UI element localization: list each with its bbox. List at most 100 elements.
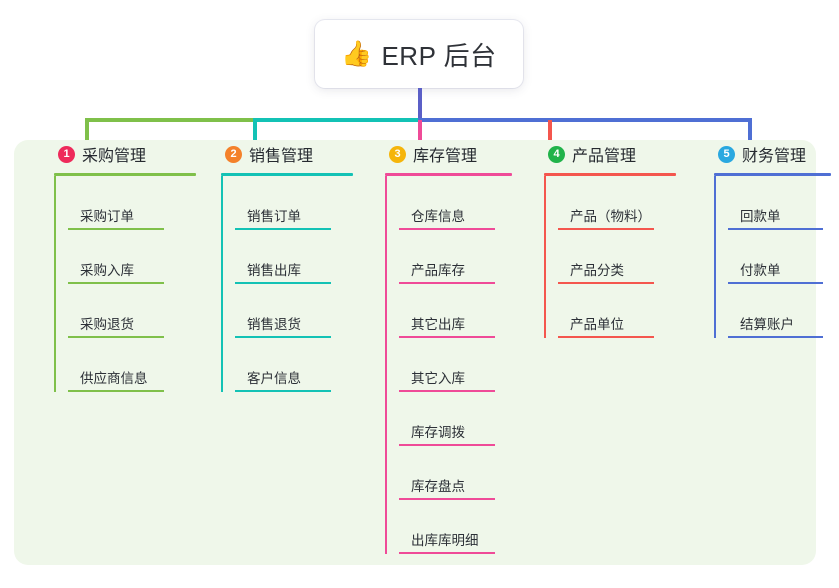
branch-items-5: 回款单付款单结算账户 xyxy=(714,176,839,338)
branch-item-underline xyxy=(728,282,823,284)
branch-item[interactable]: 其它出库 xyxy=(399,284,520,338)
branch-item-label: 库存调拨 xyxy=(411,425,465,440)
branch-item-underline xyxy=(399,390,495,392)
branch-item[interactable]: 结算账户 xyxy=(728,284,839,338)
branch-item[interactable]: 出库库明细 xyxy=(399,500,520,554)
branch-item[interactable]: 产品分类 xyxy=(558,230,684,284)
branch-item-underline xyxy=(558,336,654,338)
branch-items-3: 仓库信息产品库存其它出库其它入库库存调拨库存盘点出库库明细 xyxy=(385,176,520,554)
branch-title: 库存管理 xyxy=(413,148,478,165)
branch-item-underline xyxy=(399,552,495,554)
branch-item-label: 采购入库 xyxy=(80,263,134,278)
branch-item[interactable]: 其它入库 xyxy=(399,338,520,392)
branch-item-underline xyxy=(68,228,164,230)
branch-header-4[interactable]: 4 产品管理 xyxy=(544,140,684,168)
branch-item[interactable]: 产品单位 xyxy=(558,284,684,338)
branch-item-label: 销售订单 xyxy=(247,209,301,224)
branch-item-underline xyxy=(235,228,331,230)
branch-item[interactable]: 付款单 xyxy=(728,230,839,284)
branch-item[interactable]: 客户信息 xyxy=(235,338,361,392)
branch-items-1: 采购订单采购入库采购退货供应商信息 xyxy=(54,176,204,392)
branch-item-label: 客户信息 xyxy=(247,371,301,386)
branch-item-underline xyxy=(728,336,823,338)
branch-item-label: 产品库存 xyxy=(411,263,465,278)
branch-item-underline xyxy=(399,498,495,500)
branch-drop-connector-4 xyxy=(548,120,552,146)
rail-segment-3 xyxy=(418,118,752,122)
branch-item[interactable]: 采购退货 xyxy=(68,284,204,338)
branch-item-underline xyxy=(68,390,164,392)
branch-item[interactable]: 产品（物料） xyxy=(558,176,684,230)
branch-spine xyxy=(385,176,387,554)
branch-item[interactable]: 销售退货 xyxy=(235,284,361,338)
branch-items-2: 销售订单销售出库销售退货客户信息 xyxy=(221,176,361,392)
branch-drop-connector-1 xyxy=(85,120,89,146)
branch-underline xyxy=(714,173,831,176)
branch-item[interactable]: 采购订单 xyxy=(68,176,204,230)
branch-column-5: 5 财务管理回款单付款单结算账户 xyxy=(714,140,839,338)
branch-number-badge: 3 xyxy=(389,145,406,163)
branch-item-label: 采购订单 xyxy=(80,209,134,224)
branch-item[interactable]: 库存调拨 xyxy=(399,392,520,446)
branch-item-label: 仓库信息 xyxy=(411,209,465,224)
branch-column-4: 4 产品管理产品（物料） 产品分类产品单位 xyxy=(544,140,684,338)
branch-item-underline xyxy=(399,336,495,338)
branch-header-3[interactable]: 3 库存管理 xyxy=(385,140,520,168)
branch-item[interactable]: 采购入库 xyxy=(68,230,204,284)
branch-item-label: 其它入库 xyxy=(411,371,465,386)
branch-spine xyxy=(221,176,223,392)
branch-item-label: 其它出库 xyxy=(411,317,465,332)
branch-item-underline xyxy=(728,228,823,230)
branch-spine xyxy=(544,176,546,338)
branch-item-label: 产品（物料） xyxy=(570,209,651,224)
branch-item[interactable]: 供应商信息 xyxy=(68,338,204,392)
branch-items-4: 产品（物料） 产品分类产品单位 xyxy=(544,176,684,338)
branch-item-underline xyxy=(235,336,331,338)
branch-item[interactable]: 库存盘点 xyxy=(399,446,520,500)
branch-item-label: 产品单位 xyxy=(570,317,624,332)
branch-item-underline xyxy=(68,282,164,284)
branch-header-5[interactable]: 5 财务管理 xyxy=(714,140,839,168)
branch-item-label: 库存盘点 xyxy=(411,479,465,494)
branch-item-label: 产品分类 xyxy=(570,263,624,278)
branch-item-label: 采购退货 xyxy=(80,317,134,332)
branch-item[interactable]: 产品库存 xyxy=(399,230,520,284)
branch-item-label: 回款单 xyxy=(740,209,781,224)
branch-item[interactable]: 销售出库 xyxy=(235,230,361,284)
thumbs-up-icon: 👍 xyxy=(341,39,373,68)
branch-item-label: 出库库明细 xyxy=(411,533,479,548)
branch-item-label: 销售出库 xyxy=(247,263,301,278)
branch-item[interactable]: 销售订单 xyxy=(235,176,361,230)
root-node-title: ERP 后台 xyxy=(381,40,497,71)
root-node[interactable]: 👍 ERP 后台 xyxy=(315,20,523,88)
branch-column-3: 3 库存管理仓库信息产品库存其它出库其它入库库存调拨库存盘点出库库明细 xyxy=(385,140,520,554)
branch-underline xyxy=(385,173,512,176)
branch-number-badge: 5 xyxy=(718,145,735,163)
branch-title: 财务管理 xyxy=(742,148,807,165)
branch-spine xyxy=(54,176,56,392)
branch-item-underline xyxy=(235,282,331,284)
branch-title: 采购管理 xyxy=(82,148,147,165)
branch-number-badge: 4 xyxy=(548,145,565,163)
branch-drop-connector-2 xyxy=(253,120,257,146)
branch-underline xyxy=(54,173,196,176)
branch-underline xyxy=(544,173,676,176)
branch-drop-connector-5 xyxy=(748,120,752,146)
branch-item[interactable]: 仓库信息 xyxy=(399,176,520,230)
branch-title: 产品管理 xyxy=(572,148,637,165)
branch-item-label: 结算账户 xyxy=(740,317,794,332)
rail-segment-2 xyxy=(253,118,420,122)
branch-title: 销售管理 xyxy=(249,148,314,165)
branch-item-underline xyxy=(399,444,495,446)
root-stem-connector xyxy=(418,88,422,122)
branch-item-underline xyxy=(399,282,495,284)
branch-item-underline xyxy=(558,282,654,284)
branch-item-underline xyxy=(235,390,331,392)
branch-underline xyxy=(221,173,353,176)
branch-item[interactable]: 回款单 xyxy=(728,176,839,230)
